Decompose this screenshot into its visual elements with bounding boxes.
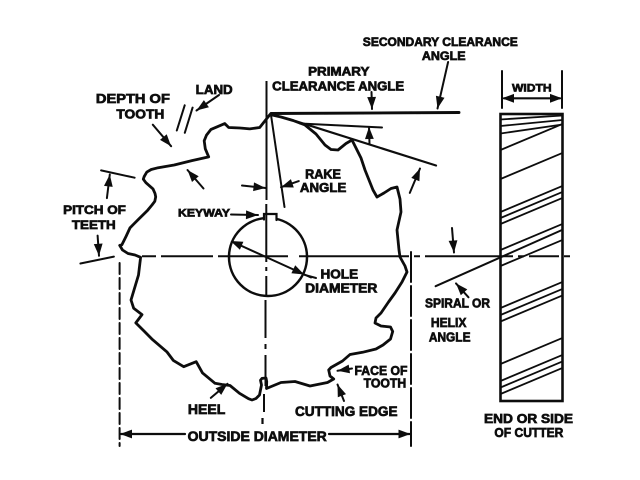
svg-text:OF CUTTER: OF CUTTER	[494, 425, 563, 440]
svg-text:DEPTH OF: DEPTH OF	[96, 91, 170, 106]
svg-text:ANGLE: ANGLE	[429, 330, 471, 345]
svg-text:PRIMARY: PRIMARY	[308, 64, 369, 78]
svg-text:HEEL: HEEL	[188, 402, 226, 417]
svg-text:DIAMETER: DIAMETER	[305, 281, 378, 296]
svg-text:OUTSIDE DIAMETER: OUTSIDE DIAMETER	[188, 429, 327, 444]
svg-text:SECONDARY CLEARANCE: SECONDARY CLEARANCE	[363, 35, 518, 49]
svg-text:RAKE: RAKE	[305, 168, 341, 182]
svg-text:FACE OF: FACE OF	[355, 363, 408, 378]
svg-text:TEETH: TEETH	[72, 218, 116, 232]
svg-text:CUTTING EDGE: CUTTING EDGE	[295, 404, 398, 419]
svg-text:PITCH OF: PITCH OF	[63, 203, 126, 217]
svg-text:HOLE: HOLE	[321, 267, 359, 281]
svg-text:LAND: LAND	[196, 83, 233, 97]
svg-text:END OR SIDE: END OR SIDE	[484, 411, 573, 426]
svg-text:TOOTH: TOOTH	[364, 376, 407, 391]
svg-text:HELIX: HELIX	[431, 315, 467, 330]
svg-text:ANGLE: ANGLE	[422, 49, 466, 63]
svg-text:ANGLE: ANGLE	[300, 180, 347, 195]
svg-text:CLEARANCE ANGLE: CLEARANCE ANGLE	[272, 79, 404, 94]
svg-text:TOOTH: TOOTH	[116, 106, 164, 121]
svg-text:KEYWAY: KEYWAY	[178, 207, 231, 219]
svg-text:WIDTH: WIDTH	[512, 83, 552, 95]
svg-text:SPIRAL OR: SPIRAL OR	[425, 296, 491, 311]
